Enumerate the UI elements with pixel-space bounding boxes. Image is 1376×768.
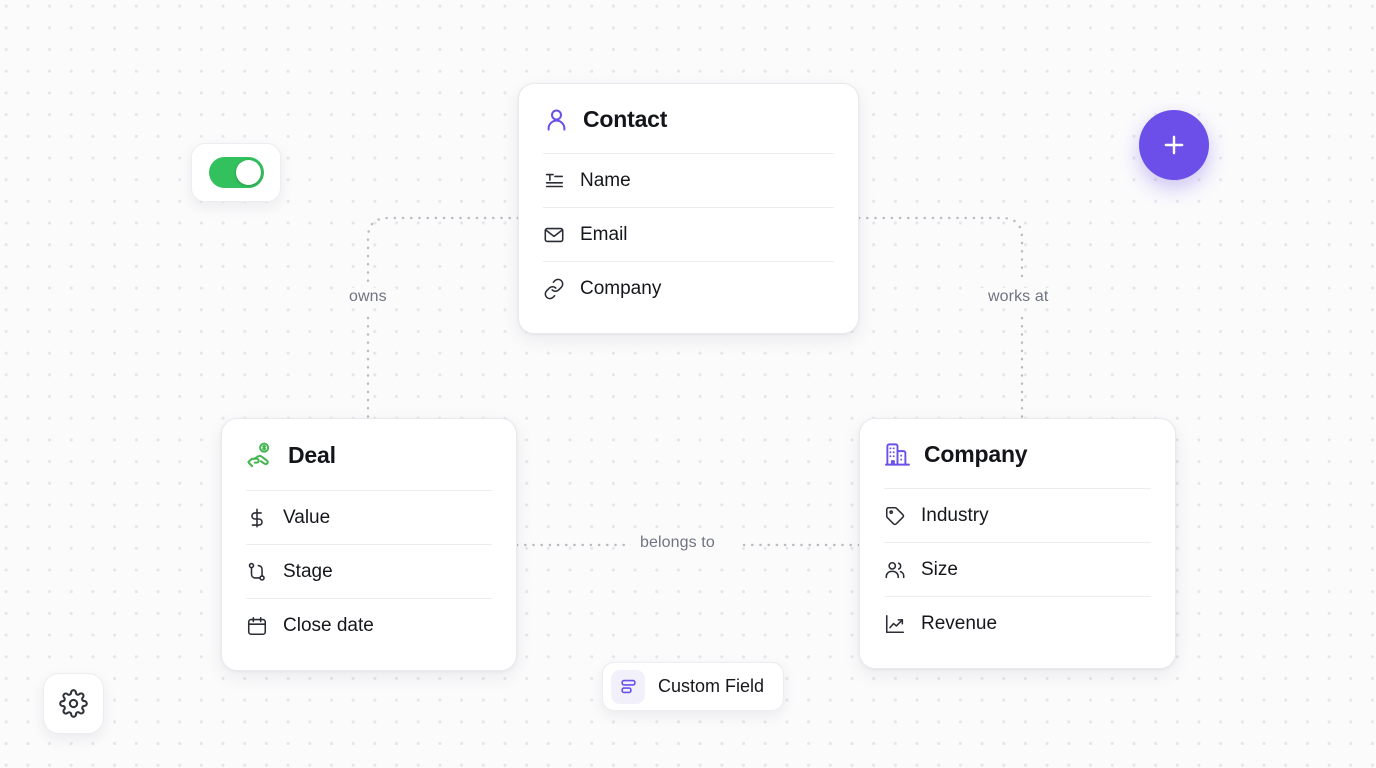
toggle-track[interactable] <box>208 157 264 188</box>
gear-icon <box>59 689 88 718</box>
connector-label-owns: owns <box>340 288 396 306</box>
dollar-sign-icon <box>246 507 268 529</box>
field-label-size: Size <box>921 558 958 580</box>
user-icon <box>543 106 570 133</box>
field-label-stage: Stage <box>283 560 333 582</box>
hand-coins-icon <box>246 441 275 470</box>
field-row-revenue[interactable]: Revenue <box>884 596 1151 650</box>
field-label-close-date: Close date <box>283 614 374 636</box>
field-label-value: Value <box>283 506 331 528</box>
entity-card-contact[interactable]: Contact Name Email <box>518 83 859 334</box>
field-row-close-date[interactable]: Close date <box>246 598 492 652</box>
card-header-deal: Deal <box>222 419 516 490</box>
building-icon <box>884 441 911 468</box>
field-label-email: Email <box>580 223 628 245</box>
field-label-name: Name <box>580 169 631 191</box>
tag-icon <box>884 505 906 527</box>
card-rows-contact: Name Email Company <box>519 153 858 333</box>
calendar-icon <box>246 615 268 637</box>
connector-path-works-at <box>857 216 1024 284</box>
settings-button[interactable] <box>43 673 104 734</box>
users-icon <box>884 559 906 581</box>
trending-up-icon <box>884 613 906 635</box>
route-icon <box>246 561 268 583</box>
visibility-toggle[interactable] <box>191 143 281 202</box>
field-row-email[interactable]: Email <box>543 207 834 261</box>
field-label-industry: Industry <box>921 504 989 526</box>
connector-label-belongs-to: belongs to <box>631 534 724 552</box>
custom-field-label: Custom Field <box>658 676 765 696</box>
entity-card-deal[interactable]: Deal Value <box>221 418 517 671</box>
card-header-company: Company <box>860 419 1175 488</box>
field-label-revenue: Revenue <box>921 612 998 634</box>
entity-card-company[interactable]: Company Industry <box>859 418 1176 669</box>
field-row-company[interactable]: Company <box>543 261 834 315</box>
text-lines-icon <box>543 170 565 192</box>
link-icon <box>543 278 565 300</box>
field-row-value[interactable]: Value <box>246 490 492 544</box>
rows-icon <box>611 669 645 704</box>
card-rows-company: Industry Size <box>860 488 1175 668</box>
field-row-name[interactable]: Name <box>543 153 834 207</box>
custom-field-button[interactable]: Custom Field <box>602 662 785 711</box>
card-header-contact: Contact <box>519 84 858 153</box>
connector-path-owns <box>366 216 520 284</box>
field-label-company: Company <box>580 277 662 299</box>
card-title-company: Company <box>924 441 1028 467</box>
add-entity-button[interactable] <box>1139 110 1209 180</box>
field-row-size[interactable]: Size <box>884 542 1151 596</box>
field-row-stage[interactable]: Stage <box>246 544 492 598</box>
field-row-industry[interactable]: Industry <box>884 488 1151 542</box>
envelope-icon <box>543 224 565 246</box>
plus-icon <box>1164 135 1184 155</box>
card-title-contact: Contact <box>583 106 668 132</box>
card-rows-deal: Value Stage <box>222 490 516 670</box>
connector-label-works-at: works at <box>979 288 1058 306</box>
toggle-knob[interactable] <box>235 160 261 185</box>
card-title-deal: Deal <box>288 442 336 468</box>
